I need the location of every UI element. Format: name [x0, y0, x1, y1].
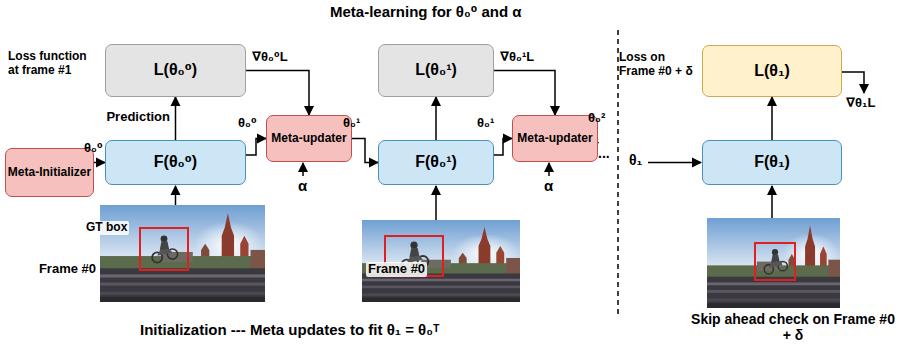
model-box: F(θ₁) — [702, 140, 842, 185]
alpha-label: α — [544, 177, 553, 194]
video-frame — [362, 220, 520, 302]
box-text: L(θ₁) — [754, 62, 790, 80]
section-caption: Skip ahead check on Frame #0 + δ — [688, 311, 898, 343]
connector-arrow — [246, 71, 309, 116]
edge-label: θ₀¹ — [477, 116, 494, 131]
box-text: F(θ₁) — [754, 153, 790, 171]
box-heading: Loss function at frame #1 — [8, 49, 100, 78]
box-text: L(θ₀⁰) — [154, 61, 197, 79]
model-box: F(θ₀⁰) — [105, 140, 246, 185]
gradient-label: ∇θ₁L — [846, 96, 875, 111]
box-text: F(θ₀⁰) — [154, 153, 197, 171]
connector-arrow — [435, 97, 437, 140]
alpha-label: α — [298, 177, 307, 194]
edge-label: ∇θ₀¹L — [500, 50, 534, 65]
rider — [152, 235, 178, 262]
connector-arrow — [494, 71, 555, 116]
edge-label: θ₀¹ — [343, 116, 360, 131]
box-text: L(θ₀¹) — [415, 61, 457, 79]
param-label: θ₀² — [588, 111, 605, 126]
frame-label: Frame #0 — [366, 262, 427, 277]
video-frame — [707, 218, 840, 308]
box-text: F(θ₀¹) — [415, 153, 457, 171]
loss-box: L(θ₀¹) — [378, 44, 494, 97]
gt-box — [140, 228, 188, 270]
box-heading: Loss on Frame #0 + δ — [619, 50, 697, 79]
box-text: Meta-Initializer — [8, 166, 91, 180]
divider-line — [617, 30, 619, 318]
edge-label: θ₀⁰ — [238, 116, 257, 131]
connector-arrow — [352, 139, 378, 163]
edge-label: ∇θ₀⁰L — [252, 50, 288, 65]
param-arrow — [648, 162, 701, 164]
connector-arrow — [246, 139, 266, 156]
edge-label: θ₀⁰ — [84, 141, 103, 156]
loss-box: Loss on Frame #0 + δL(θ₁) — [702, 45, 842, 97]
connector-arrow — [175, 97, 177, 140]
gradient-arrow — [842, 72, 864, 93]
loss-box: Loss function at frame #1L(θ₀⁰) — [105, 44, 246, 97]
connector-arrow — [494, 139, 512, 156]
connector-arrow — [94, 162, 105, 164]
frame-label: Frame #0 — [34, 262, 96, 277]
input-arrow — [175, 186, 177, 205]
model-box: F(θ₀¹) — [378, 140, 494, 185]
box-text: Meta-updater — [271, 132, 346, 146]
alpha-arrow — [548, 163, 550, 176]
initializer-box: Meta-Initializer — [5, 148, 94, 197]
section-caption: Initialization --- Meta updates to fit θ… — [140, 321, 439, 338]
box-label: GT box — [84, 221, 129, 235]
input-arrow — [771, 186, 773, 218]
input-arrow — [435, 186, 437, 220]
track-box — [755, 243, 795, 280]
updater-box: Meta-updater — [512, 115, 598, 162]
alpha-arrow — [302, 163, 304, 176]
video-frame — [100, 205, 265, 302]
diagram-title: Meta-learning for θ₀⁰ and α — [330, 3, 522, 20]
updater-box: Meta-updater — [266, 115, 352, 162]
rider — [764, 249, 787, 274]
param-label: θ₁ — [629, 152, 642, 168]
edge-label: Prediction — [100, 110, 170, 125]
ellipsis: ... — [598, 145, 610, 161]
box-text: Meta-updater — [517, 132, 592, 146]
connector-arrow — [771, 97, 773, 140]
